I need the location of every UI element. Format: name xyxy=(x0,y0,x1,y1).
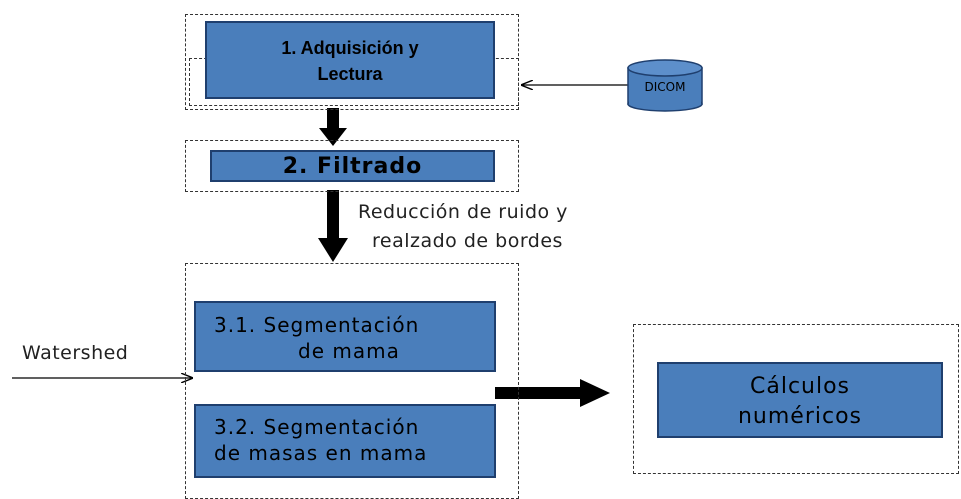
step4-box: Cálculos numéricos xyxy=(657,362,943,438)
filter-note-line2: realzado de bordes xyxy=(372,230,563,252)
step32-box: 3.2. Segmentación de masas en mama xyxy=(194,404,496,478)
step1-label-line2: Lectura xyxy=(317,64,383,84)
dicom-database-icon xyxy=(627,59,703,112)
watershed-label: Watershed xyxy=(22,342,129,364)
step32-label-line1: 3.2. Segmentación xyxy=(214,415,420,439)
step1-label-line1: 1. Adquisición y xyxy=(281,38,419,58)
step2-box: 2. Filtrado xyxy=(210,150,495,182)
dicom-label: DICOM xyxy=(644,80,686,94)
filter-note-line1: Reducción de ruido y xyxy=(358,201,568,223)
arrow-step1-to-step2 xyxy=(319,108,347,146)
step4-dashed-group xyxy=(633,324,959,474)
arrow-step3-to-step4 xyxy=(495,379,610,407)
arrow-step2-to-step3 xyxy=(318,190,348,262)
step4-label-line2: numéricos xyxy=(737,404,863,429)
step32-label-line2: de masas en mama xyxy=(214,441,428,465)
step2-dashed-group xyxy=(185,140,519,192)
step31-label-line1: 3.1. Segmentación xyxy=(214,313,420,337)
step4-label-line1: Cálculos xyxy=(749,374,851,399)
step31-box: 3.1. Segmentación de mama xyxy=(194,301,496,372)
step1-box: 1. Adquisición y Lectura xyxy=(205,21,495,99)
step31-label-line2: de mama xyxy=(298,339,400,363)
step2-label: 2. Filtrado xyxy=(282,153,423,179)
